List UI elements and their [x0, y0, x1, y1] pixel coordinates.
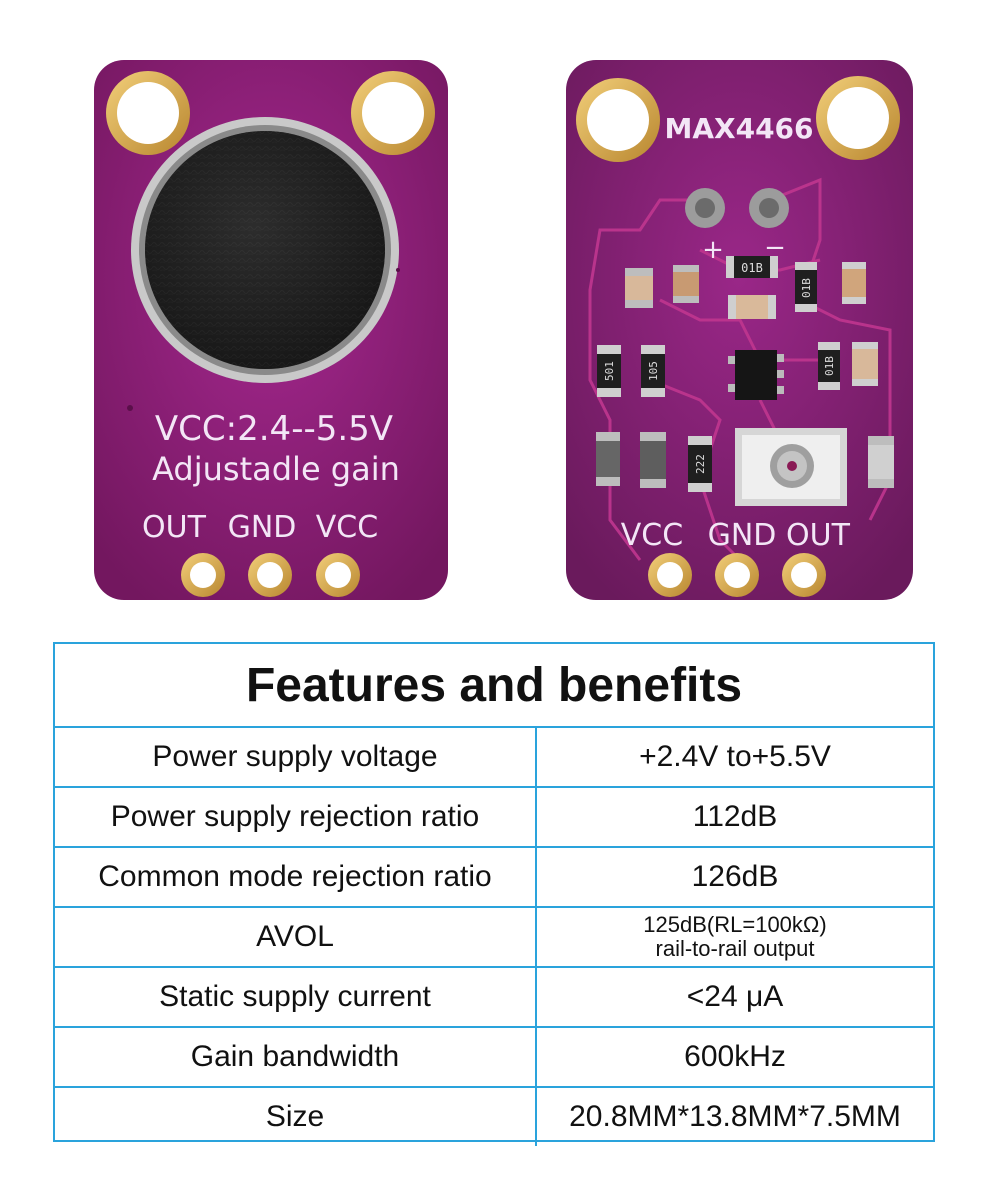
potentiometer-icon — [735, 428, 847, 506]
back-pin-label-vcc: VCC — [621, 518, 683, 553]
feature-value: 125dB(RL=100kΩ) rail-to-rail output — [537, 908, 933, 966]
pin-pad-icon — [648, 553, 826, 597]
features-table: Features and benefits Power supply volta… — [53, 642, 935, 1146]
resistor-code-label: 222 — [694, 454, 707, 474]
front-board: VCC:2.4--5.5V Adjustadle gain OUT GND VC… — [94, 60, 448, 600]
front-voltage-label: VCC:2.4--5.5V — [155, 409, 393, 449]
table-row: Static supply current <24 μA — [55, 968, 933, 1028]
feature-value: 112dB — [692, 800, 778, 833]
feature-name: Gain bandwidth — [55, 1028, 537, 1086]
resistor-code-label: 501 — [603, 361, 616, 381]
front-pin-label-out: OUT — [142, 510, 207, 545]
feature-value-line2: rail-to-rail output — [655, 936, 815, 961]
table-row: Size 20.8MM*13.8MM*7.5MM — [55, 1088, 933, 1146]
table-row: AVOL 125dB(RL=100kΩ) rail-to-rail output — [55, 908, 933, 968]
table-row: Gain bandwidth 600kHz — [55, 1028, 933, 1088]
resistor-code-label: 01B — [823, 356, 836, 376]
microphone-icon — [131, 117, 399, 383]
feature-name: Static supply current — [55, 968, 537, 1026]
table-row: Common mode rejection ratio 126dB — [55, 848, 933, 908]
feature-value: 600kHz — [684, 1040, 786, 1073]
front-pin-label-gnd: GND — [228, 510, 297, 545]
smd-components: 01B 01B 501 105 01B 222 — [596, 256, 894, 506]
feature-value: +2.4V to+5.5V — [639, 740, 831, 773]
feature-name: Common mode rejection ratio — [55, 848, 537, 906]
front-pin-label-vcc: VCC — [316, 510, 378, 545]
feature-value-line1: 125dB(RL=100kΩ) — [643, 912, 827, 937]
feature-name: AVOL — [55, 908, 537, 966]
feature-name: Power supply rejection ratio — [55, 788, 537, 846]
resistor-code-label: 105 — [647, 361, 660, 381]
feature-name: Power supply voltage — [55, 728, 537, 786]
resistor-code-label: 01B — [800, 278, 813, 298]
mic-plus-label: + — [702, 235, 724, 265]
table-row: Power supply voltage +2.4V to+5.5V — [55, 728, 933, 788]
features-title: Features and benefits — [55, 644, 933, 728]
pcb-boards: VCC:2.4--5.5V Adjustadle gain OUT GND VC… — [94, 60, 913, 600]
resistor-code-label: 01B — [741, 261, 763, 275]
product-photo: VCC:2.4--5.5V Adjustadle gain OUT GND VC… — [94, 60, 913, 600]
feature-name: Size — [55, 1088, 537, 1146]
table-row: Power supply rejection ratio 112dB — [55, 788, 933, 848]
feature-value: <24 μA — [686, 980, 784, 1013]
chip-label: MAX4466 — [664, 112, 813, 145]
back-pin-label-gnd: GND — [708, 518, 777, 553]
amplifier-chip-icon — [735, 350, 777, 400]
back-pin-label-out: OUT — [786, 518, 851, 553]
feature-value: 20.8MM*13.8MM*7.5MM — [569, 1100, 901, 1133]
pin-pad-icon — [181, 553, 360, 597]
mic-minus-label: − — [764, 233, 786, 263]
front-gain-label: Adjustadle gain — [152, 450, 400, 488]
feature-value: 126dB — [691, 860, 779, 893]
back-board: MAX4466 + − 01B — [566, 60, 913, 600]
